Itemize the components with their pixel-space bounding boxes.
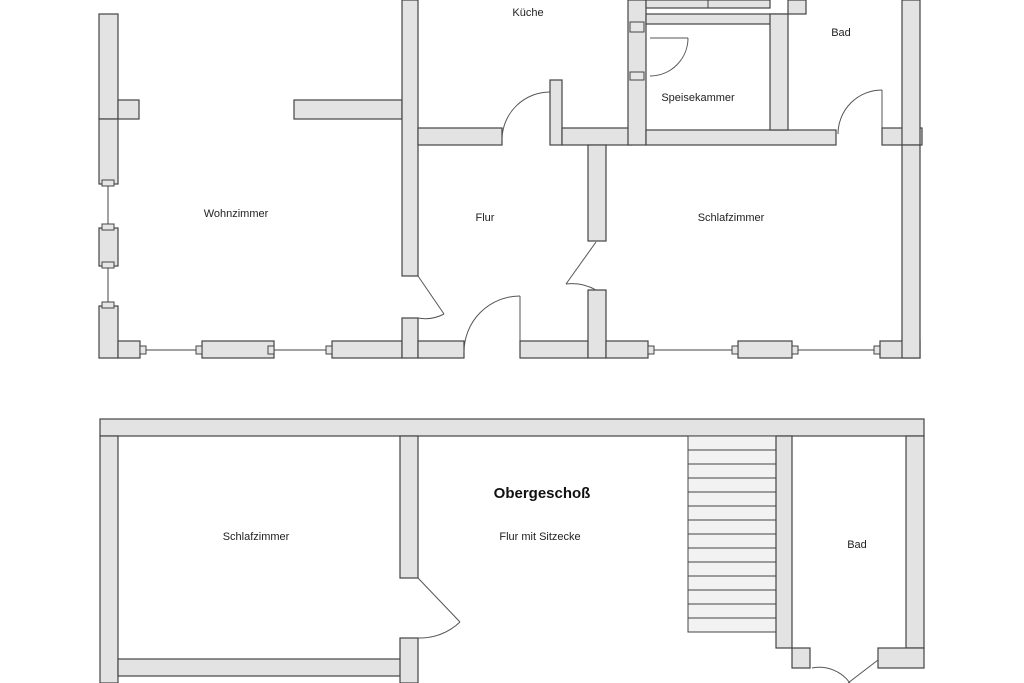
wall	[293, 99, 403, 120]
wall	[399, 637, 419, 683]
wall	[98, 118, 119, 185]
wall	[117, 658, 403, 677]
wall	[769, 13, 789, 131]
wall	[401, 0, 419, 277]
room-label-bad: Bad	[831, 27, 851, 39]
wall	[519, 340, 589, 359]
wall	[645, 13, 787, 25]
wall	[417, 340, 465, 359]
wall	[775, 435, 793, 649]
wall	[605, 340, 649, 359]
wall	[901, 144, 921, 359]
room-label-schlafzimmer: Schlafzimmer	[698, 212, 765, 224]
room-label-flur: Flur	[476, 212, 495, 224]
wall	[98, 305, 119, 359]
room-label-bad-og: Bad	[847, 539, 867, 551]
wall	[399, 435, 419, 579]
wall	[99, 418, 925, 437]
room-label-flur-sitzecke: Flur mit Sitzecke	[499, 531, 580, 543]
room-label-schlafzimmer-og: Schlafzimmer	[223, 531, 290, 543]
wall	[737, 340, 793, 359]
wall	[791, 647, 811, 669]
room-label-wohnzimmer: Wohnzimmer	[204, 208, 269, 220]
wall	[98, 227, 119, 267]
wall	[645, 129, 837, 146]
wall	[331, 340, 403, 359]
wall	[561, 127, 633, 146]
room-label-speisekammer: Speisekammer	[661, 92, 735, 104]
wall	[901, 0, 921, 146]
wall	[417, 127, 503, 146]
ground-floor: Küche Bad Speisekammer Wohnzimmer Flur S…	[98, 0, 923, 359]
upper-floor: Obergeschoß Schlafzimmer Flur mit Sitzec…	[99, 418, 925, 683]
floor-title: Obergeschoß	[494, 485, 591, 502]
wall	[201, 340, 275, 359]
wall	[905, 435, 925, 649]
wall	[587, 144, 607, 242]
wall	[401, 317, 419, 359]
room-label-kueche: Küche	[512, 7, 543, 19]
wall	[877, 647, 925, 669]
wall	[98, 13, 119, 120]
wall	[787, 0, 807, 15]
wall	[117, 99, 140, 120]
wall	[117, 340, 141, 359]
wall	[99, 435, 119, 683]
wall	[549, 79, 563, 146]
wall	[587, 289, 607, 359]
stair-steps	[688, 449, 776, 619]
